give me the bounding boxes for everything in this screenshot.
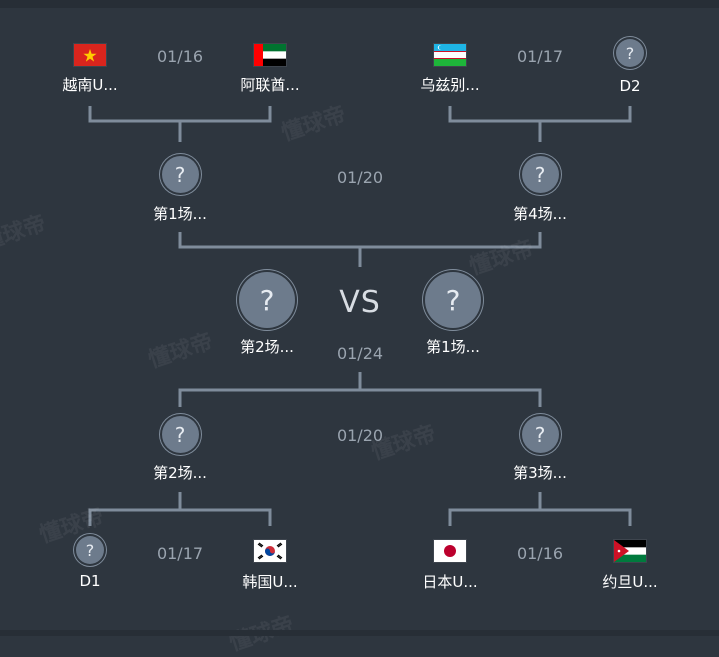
match-date: 01/17	[516, 47, 564, 66]
uae-flag-icon	[253, 43, 287, 67]
bracket-connectors	[88, 106, 632, 526]
question-mark-icon: ?	[521, 416, 559, 453]
japan-flag-icon	[433, 539, 467, 563]
slot-name: 第2场...	[153, 464, 207, 482]
team-name: 乌兹别...	[420, 76, 480, 94]
team-d2[interactable]: ? D2	[570, 39, 690, 95]
final-slot-right[interactable]: ? 第1场...	[393, 272, 513, 356]
semi-slot-top-right[interactable]: ? 第4场...	[480, 156, 600, 223]
match-date: 01/20	[336, 168, 384, 187]
team-south-korea[interactable]: 韩国U...	[210, 539, 330, 591]
question-mark-icon: ?	[521, 156, 559, 193]
question-mark-icon: ?	[239, 272, 295, 328]
match-date: 01/16	[516, 544, 564, 563]
slot-name: 第3场...	[513, 464, 567, 482]
question-mark-icon: ?	[425, 272, 481, 328]
team-name: 阿联酋...	[240, 76, 300, 94]
question-mark-icon: ?	[161, 156, 199, 193]
semi-slot-bottom-left[interactable]: ? 第2场...	[120, 416, 240, 482]
final-slot-left[interactable]: ? 第2场...	[207, 272, 327, 356]
team-name: 日本U...	[422, 573, 478, 591]
team-name: 韩国U...	[242, 573, 298, 591]
team-name: 约旦U...	[602, 573, 658, 591]
question-mark-icon: ?	[76, 536, 104, 564]
team-name: 越南U...	[62, 76, 118, 94]
south-korea-flag-icon	[253, 539, 287, 563]
slot-name: 第1场...	[426, 338, 480, 356]
question-mark-icon: ?	[616, 39, 644, 67]
vietnam-flag-icon	[73, 43, 107, 67]
team-uzbekistan[interactable]: 乌兹别...	[390, 43, 510, 94]
uzbekistan-flag-icon	[433, 43, 467, 67]
top-bar	[0, 0, 719, 8]
question-mark-icon: ?	[161, 416, 199, 453]
team-d1[interactable]: ? D1	[30, 536, 150, 590]
slot-name: 第2场...	[240, 338, 294, 356]
jordan-flag-icon	[613, 539, 647, 563]
vs-label: VS	[339, 285, 381, 320]
slot-name: 第1场...	[153, 205, 207, 223]
semi-slot-top-left[interactable]: ? 第1场...	[120, 156, 240, 223]
match-date: 01/17	[156, 544, 204, 563]
team-japan[interactable]: 日本U...	[390, 539, 510, 591]
match-date: 01/20	[336, 426, 384, 445]
team-name: D2	[619, 77, 641, 95]
bracket: 懂球帝 懂球帝 懂球帝 懂球帝 懂球帝 懂球帝 懂球帝 越南U... 01/16…	[0, 39, 690, 656]
semi-slot-bottom-right[interactable]: ? 第3场...	[480, 416, 600, 482]
team-vietnam[interactable]: 越南U...	[30, 43, 150, 94]
team-jordan[interactable]: 约旦U...	[570, 539, 690, 591]
slot-name: 第4场...	[513, 205, 567, 223]
team-uae[interactable]: 阿联酋...	[210, 43, 330, 94]
bottom-bar	[0, 630, 719, 636]
match-date: 01/24	[336, 344, 384, 363]
team-name: D1	[79, 572, 101, 590]
match-date: 01/16	[156, 47, 204, 66]
